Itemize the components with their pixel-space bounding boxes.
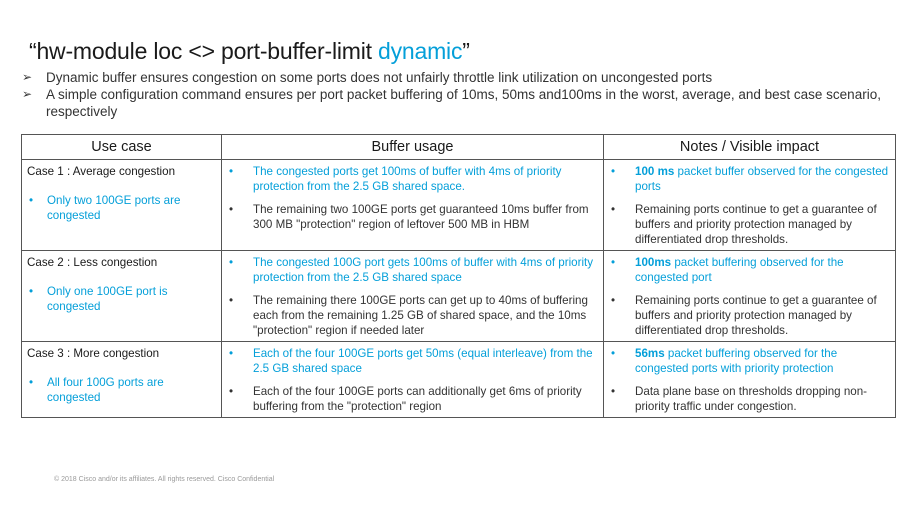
bullet-dot-icon: • bbox=[29, 376, 34, 389]
bullet-dot-icon: • bbox=[29, 194, 34, 207]
header-notes: Notes / Visible impact bbox=[603, 134, 896, 160]
use-case-cell: Case 3 : More congestion • All four 100G … bbox=[21, 341, 222, 418]
buffer-text: The congested ports get 100ms of buffer … bbox=[253, 165, 562, 193]
use-case-cell: Case 1 : Average congestion • Only two 10… bbox=[21, 159, 222, 251]
notes-cell: • 100 ms packet buffer observed for the c… bbox=[603, 159, 896, 251]
buffer-bullet: • The remaining there 100GE ports can get… bbox=[227, 293, 599, 338]
case-title: Case 3 : More congestion bbox=[27, 347, 160, 360]
notes-text: Remaining ports continue to get a guaran… bbox=[635, 203, 877, 246]
table-header-row: Use case Buffer usage Notes / Visible im… bbox=[21, 134, 896, 160]
header-buffer-usage: Buffer usage bbox=[221, 134, 604, 160]
case-title: Case 2 : Less congestion bbox=[27, 256, 158, 269]
bullet-dot-icon: • bbox=[229, 256, 234, 269]
bullet-text: A simple configuration command ensures p… bbox=[46, 87, 881, 119]
buffer-text: Each of the four 100GE ports can additio… bbox=[253, 385, 582, 413]
buffer-bullet: • Each of the four 100GE ports can additi… bbox=[227, 384, 599, 414]
case-subtitle-text: Only two 100GE ports are congested bbox=[47, 194, 181, 222]
arrow-bullet-icon: ➢ bbox=[22, 70, 33, 84]
notes-strong: 100 ms bbox=[635, 165, 675, 178]
buffer-bullet: • The remaining two 100GE ports get guara… bbox=[227, 202, 599, 232]
bullet-dot-icon: • bbox=[229, 294, 234, 307]
use-case-cell: Case 2 : Less congestion • Only one 100GE… bbox=[21, 250, 222, 342]
buffer-text: Each of the four 100GE ports get 50ms (e… bbox=[253, 347, 593, 375]
slide-title: “hw-module loc <> port-buffer-limit dyna… bbox=[29, 38, 470, 65]
buffer-bullet: • The congested ports get 100ms of buffer… bbox=[227, 164, 599, 194]
bullet-dot-icon: • bbox=[229, 203, 234, 216]
buffer-bullet: • The congested 100G port gets 100ms of b… bbox=[227, 255, 599, 285]
case-title: Case 1 : Average congestion bbox=[27, 165, 176, 178]
notes-strong: 100ms bbox=[635, 256, 672, 269]
notes-bullet: • 100 ms packet buffer observed for the c… bbox=[609, 164, 891, 194]
buffer-text: The remaining there 100GE ports can get … bbox=[253, 294, 588, 337]
bullet-item: ➢ Dynamic buffer ensures congestion on s… bbox=[22, 69, 897, 86]
notes-text: Remaining ports continue to get a guaran… bbox=[635, 294, 877, 337]
table-row: Case 2 : Less congestion • Only one 100GE… bbox=[21, 250, 896, 342]
notes-bullet: • Remaining ports continue to get a guara… bbox=[609, 293, 891, 338]
slide-footer: © 2018 Cisco and/or its affiliates. All … bbox=[54, 476, 275, 483]
bullet-item: ➢ A simple configuration command ensures… bbox=[22, 86, 897, 120]
buffer-text: The remaining two 100GE ports get guaran… bbox=[253, 203, 589, 231]
title-accent: dynamic bbox=[378, 38, 463, 64]
bullet-dot-icon: • bbox=[611, 294, 616, 307]
title-prefix: “hw-module loc <> port-buffer-limit bbox=[29, 38, 379, 64]
notes-cell: • 100ms packet buffering observed for the… bbox=[603, 250, 896, 342]
notes-text: packet buffer observed for the congested… bbox=[635, 165, 889, 193]
case-subtitle-text: Only one 100GE port is congested bbox=[47, 285, 168, 313]
notes-cell: • 56ms packet buffering observed for the … bbox=[603, 341, 896, 418]
bullet-dot-icon: • bbox=[611, 347, 616, 360]
bullet-dot-icon: • bbox=[611, 165, 616, 178]
title-suffix: ” bbox=[462, 38, 470, 64]
bullet-dot-icon: • bbox=[611, 256, 616, 269]
bullet-list: ➢ Dynamic buffer ensures congestion on s… bbox=[22, 69, 897, 120]
header-use-case: Use case bbox=[21, 134, 222, 160]
case-subtitle-text: All four 100G ports are congested bbox=[47, 376, 164, 404]
buffer-text: The congested 100G port gets 100ms of bu… bbox=[253, 256, 594, 284]
use-case-table: Use case Buffer usage Notes / Visible im… bbox=[21, 134, 896, 418]
buffer-usage-cell: • Each of the four 100GE ports get 50ms (… bbox=[221, 341, 604, 418]
notes-text: packet buffering observed for the conges… bbox=[635, 347, 838, 375]
bullet-dot-icon: • bbox=[29, 285, 34, 298]
buffer-bullet: • Each of the four 100GE ports get 50ms (… bbox=[227, 346, 599, 376]
case-subtitle: • All four 100G ports are congested bbox=[27, 375, 217, 405]
notes-bullet: • Remaining ports continue to get a guara… bbox=[609, 202, 891, 247]
arrow-bullet-icon: ➢ bbox=[22, 87, 33, 101]
bullet-dot-icon: • bbox=[229, 385, 234, 398]
notes-bullet: • 56ms packet buffering observed for the … bbox=[609, 346, 891, 376]
buffer-usage-cell: • The congested ports get 100ms of buffer… bbox=[221, 159, 604, 251]
case-subtitle: • Only one 100GE port is congested bbox=[27, 284, 217, 314]
table-row: Case 3 : More congestion • All four 100G … bbox=[21, 341, 896, 418]
notes-strong: 56ms bbox=[635, 347, 665, 360]
bullet-dot-icon: • bbox=[229, 347, 234, 360]
notes-text: packet buffering observed for the conges… bbox=[635, 256, 844, 284]
notes-bullet: • Data plane base on thresholds dropping … bbox=[609, 384, 891, 414]
table-row: Case 1 : Average congestion • Only two 10… bbox=[21, 159, 896, 251]
bullet-text: Dynamic buffer ensures congestion on som… bbox=[46, 70, 713, 85]
case-subtitle: • Only two 100GE ports are congested bbox=[27, 193, 217, 223]
bullet-dot-icon: • bbox=[611, 203, 616, 216]
notes-text: Data plane base on thresholds dropping n… bbox=[635, 385, 868, 413]
buffer-usage-cell: • The congested 100G port gets 100ms of b… bbox=[221, 250, 604, 342]
bullet-dot-icon: • bbox=[229, 165, 234, 178]
notes-bullet: • 100ms packet buffering observed for the… bbox=[609, 255, 891, 285]
bullet-dot-icon: • bbox=[611, 385, 616, 398]
